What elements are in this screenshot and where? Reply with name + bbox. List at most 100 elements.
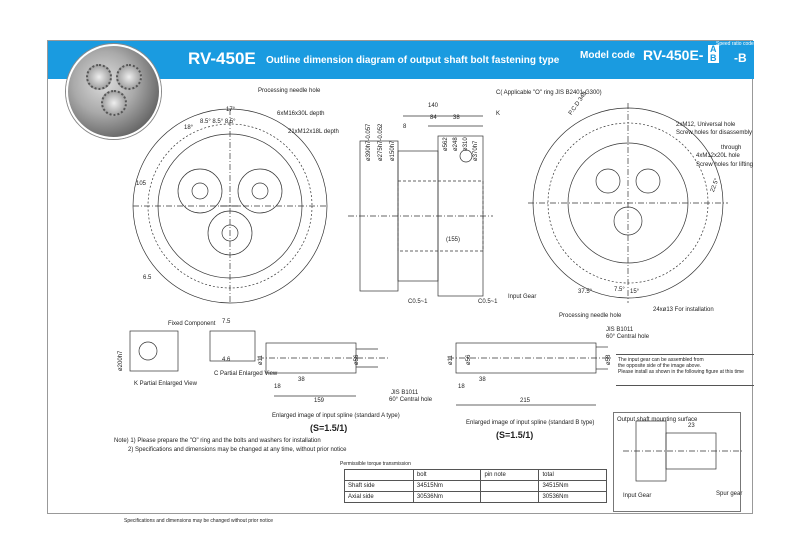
engineering-drawing	[129, 103, 743, 482]
universal-hole-label: 2xM12, Universal hole	[676, 122, 736, 128]
input-note-line-1: The input gear can be assembled from	[618, 357, 704, 363]
dia-275: ø275h7-0.052	[378, 123, 384, 161]
dim-140: 140	[428, 103, 439, 109]
spline-a-d11: ø11	[258, 355, 264, 365]
table-cell: 30536Nm	[412, 491, 482, 503]
gear-icon	[101, 90, 127, 116]
chamfer-1: C0.5~1	[408, 299, 428, 305]
spline-a-jis: JIS B1011	[391, 390, 419, 396]
torque-table: bolt pin note total Shaft side 34515Nm 3…	[344, 469, 607, 503]
through-label: through	[721, 145, 742, 151]
table-header: pin note	[480, 469, 540, 481]
spline-b-215: 215	[520, 398, 531, 404]
spline-a-caption: Enlarged image of input spline (standard…	[272, 413, 400, 419]
gear-icon	[116, 64, 142, 90]
note-2: 2) Specifications and dimensions may be …	[128, 447, 347, 453]
mounting-detail-box	[613, 412, 741, 512]
dim-75: 7.5	[222, 319, 231, 325]
footer-note: Specifications and dimensions may be cha…	[124, 518, 273, 524]
note-1: Note) 1) Please prepare the "O" ring and…	[114, 438, 321, 444]
dim-84: 84	[430, 115, 437, 121]
spline-b-ratio: (S=1.5/1)	[496, 430, 534, 440]
k-detail-title: K Partial Enlarged View	[134, 381, 197, 387]
dim-8: 8	[403, 124, 407, 130]
dim-38: 38	[453, 115, 460, 121]
c-detail-title: C Partial Enlarged View	[214, 371, 278, 377]
title-banner: RV-450E Outline dimension diagram of out…	[48, 41, 754, 79]
screw-disassembly-label: Screw holes for disassembly	[676, 130, 753, 136]
torque-title: Permissible torque transmission	[340, 461, 411, 467]
spline-a-38: 38	[298, 377, 305, 383]
model-code: RV-450E-	[643, 47, 704, 63]
spline-b-38: 38	[479, 377, 486, 383]
speed-ratio-box: A B	[708, 45, 719, 63]
gear-icon	[86, 64, 112, 90]
bolt-label-2: 21xM12x18L depth	[288, 129, 339, 135]
fixed-component-label: Fixed Component	[168, 321, 216, 327]
dia-310: ø310	[463, 137, 469, 151]
dim-46: 4.6	[222, 357, 231, 363]
mounting-surface-label: Output shaft mounting surface	[617, 417, 698, 423]
table-row: Shaft side 34515Nm 34515Nm	[344, 480, 607, 492]
input-note-line-2: the opposite side of the image above.	[618, 363, 702, 369]
spline-a-ratio: (S=1.5/1)	[310, 423, 348, 433]
diagram-description: Outline dimension diagram of output shaf…	[266, 55, 560, 66]
ratio-suffix: -B	[734, 51, 747, 65]
dia-390: ø390h7-0.057	[366, 123, 372, 161]
input-gear-note: The input gear can be assembled from the…	[616, 354, 754, 386]
dia-248: ø248	[453, 137, 459, 151]
input-note-line-3: Please install as shown in the following…	[618, 369, 744, 375]
screw-lifting-label: Screw holes for lifting	[696, 162, 754, 168]
spline-b-d56: ø56	[466, 354, 472, 365]
angle-15: 15°	[630, 289, 640, 295]
table-row: bolt pin note total	[344, 469, 607, 481]
needle-hole-label: Processing needle hole	[258, 88, 321, 94]
spline-b-d11: ø11	[448, 355, 454, 365]
dia-150: ø150h7	[390, 140, 396, 161]
spline-b-central: 60° Central hole	[606, 334, 650, 340]
input-gear-label: Input Gear	[508, 294, 537, 300]
bolt-label-1: 6xM16x30L depth	[277, 111, 325, 117]
table-cell: 34515Nm	[412, 480, 482, 492]
ratio-a: A	[708, 44, 719, 54]
table-cell: 30536Nm	[538, 491, 607, 503]
detail-input-gear: Input Gear	[623, 493, 652, 499]
model-code-label: Model code	[580, 50, 636, 61]
table-header: total	[538, 469, 607, 481]
install-holes-label: 24xø13 For installation	[653, 307, 714, 313]
rear-needle-label: Processing needle hole	[559, 313, 622, 319]
spline-a-d56: ø56	[354, 354, 360, 365]
chamfer-2: C0.5~1	[478, 299, 498, 305]
detail-spur-gear: Spur gear	[716, 491, 743, 497]
ratio-b: B	[708, 53, 719, 63]
dia-562: ø562	[443, 137, 449, 151]
k-label: K	[496, 111, 501, 117]
angle-75: 7.5°	[614, 287, 625, 293]
angle-18: 18°	[184, 125, 194, 131]
table-cell	[480, 480, 540, 492]
detail-dim-23: 23	[688, 423, 695, 429]
spline-a-159: 159	[314, 398, 325, 404]
angle-375: 37.5°	[578, 289, 593, 295]
spline-a-central: 60° Central hole	[389, 397, 433, 403]
spline-a-18: 18	[274, 384, 281, 390]
table-header	[344, 469, 414, 481]
table-cell: Axial side	[344, 491, 414, 503]
table-cell	[480, 491, 540, 503]
spline-b-caption: Enlarged image of input spline (standard…	[466, 420, 595, 426]
o-ring-label: C( Applicable "O" ring JIS B2401-G300)	[496, 90, 602, 96]
table-cell: 34515Nm	[538, 480, 607, 492]
spline-b-18: 18	[458, 384, 465, 390]
dim-155: (155)	[446, 237, 461, 243]
lifting-bolt-label: 4xM12x20L hole	[696, 153, 740, 159]
speed-ratio-label: Speed ratio code	[716, 41, 754, 47]
table-header: bolt	[412, 469, 482, 481]
reducer-photo	[66, 44, 161, 139]
angle-85: 8.5° 8.5° 8.5°	[200, 119, 236, 125]
spline-b-d58: ø58	[606, 354, 612, 365]
dia-370: ø370h7	[473, 140, 479, 161]
spline-b-jis: JIS B1011	[606, 327, 634, 333]
dim-200: ø200h7	[118, 350, 124, 371]
dim-105: 105	[136, 181, 147, 187]
angle-17: 17°	[226, 107, 236, 113]
